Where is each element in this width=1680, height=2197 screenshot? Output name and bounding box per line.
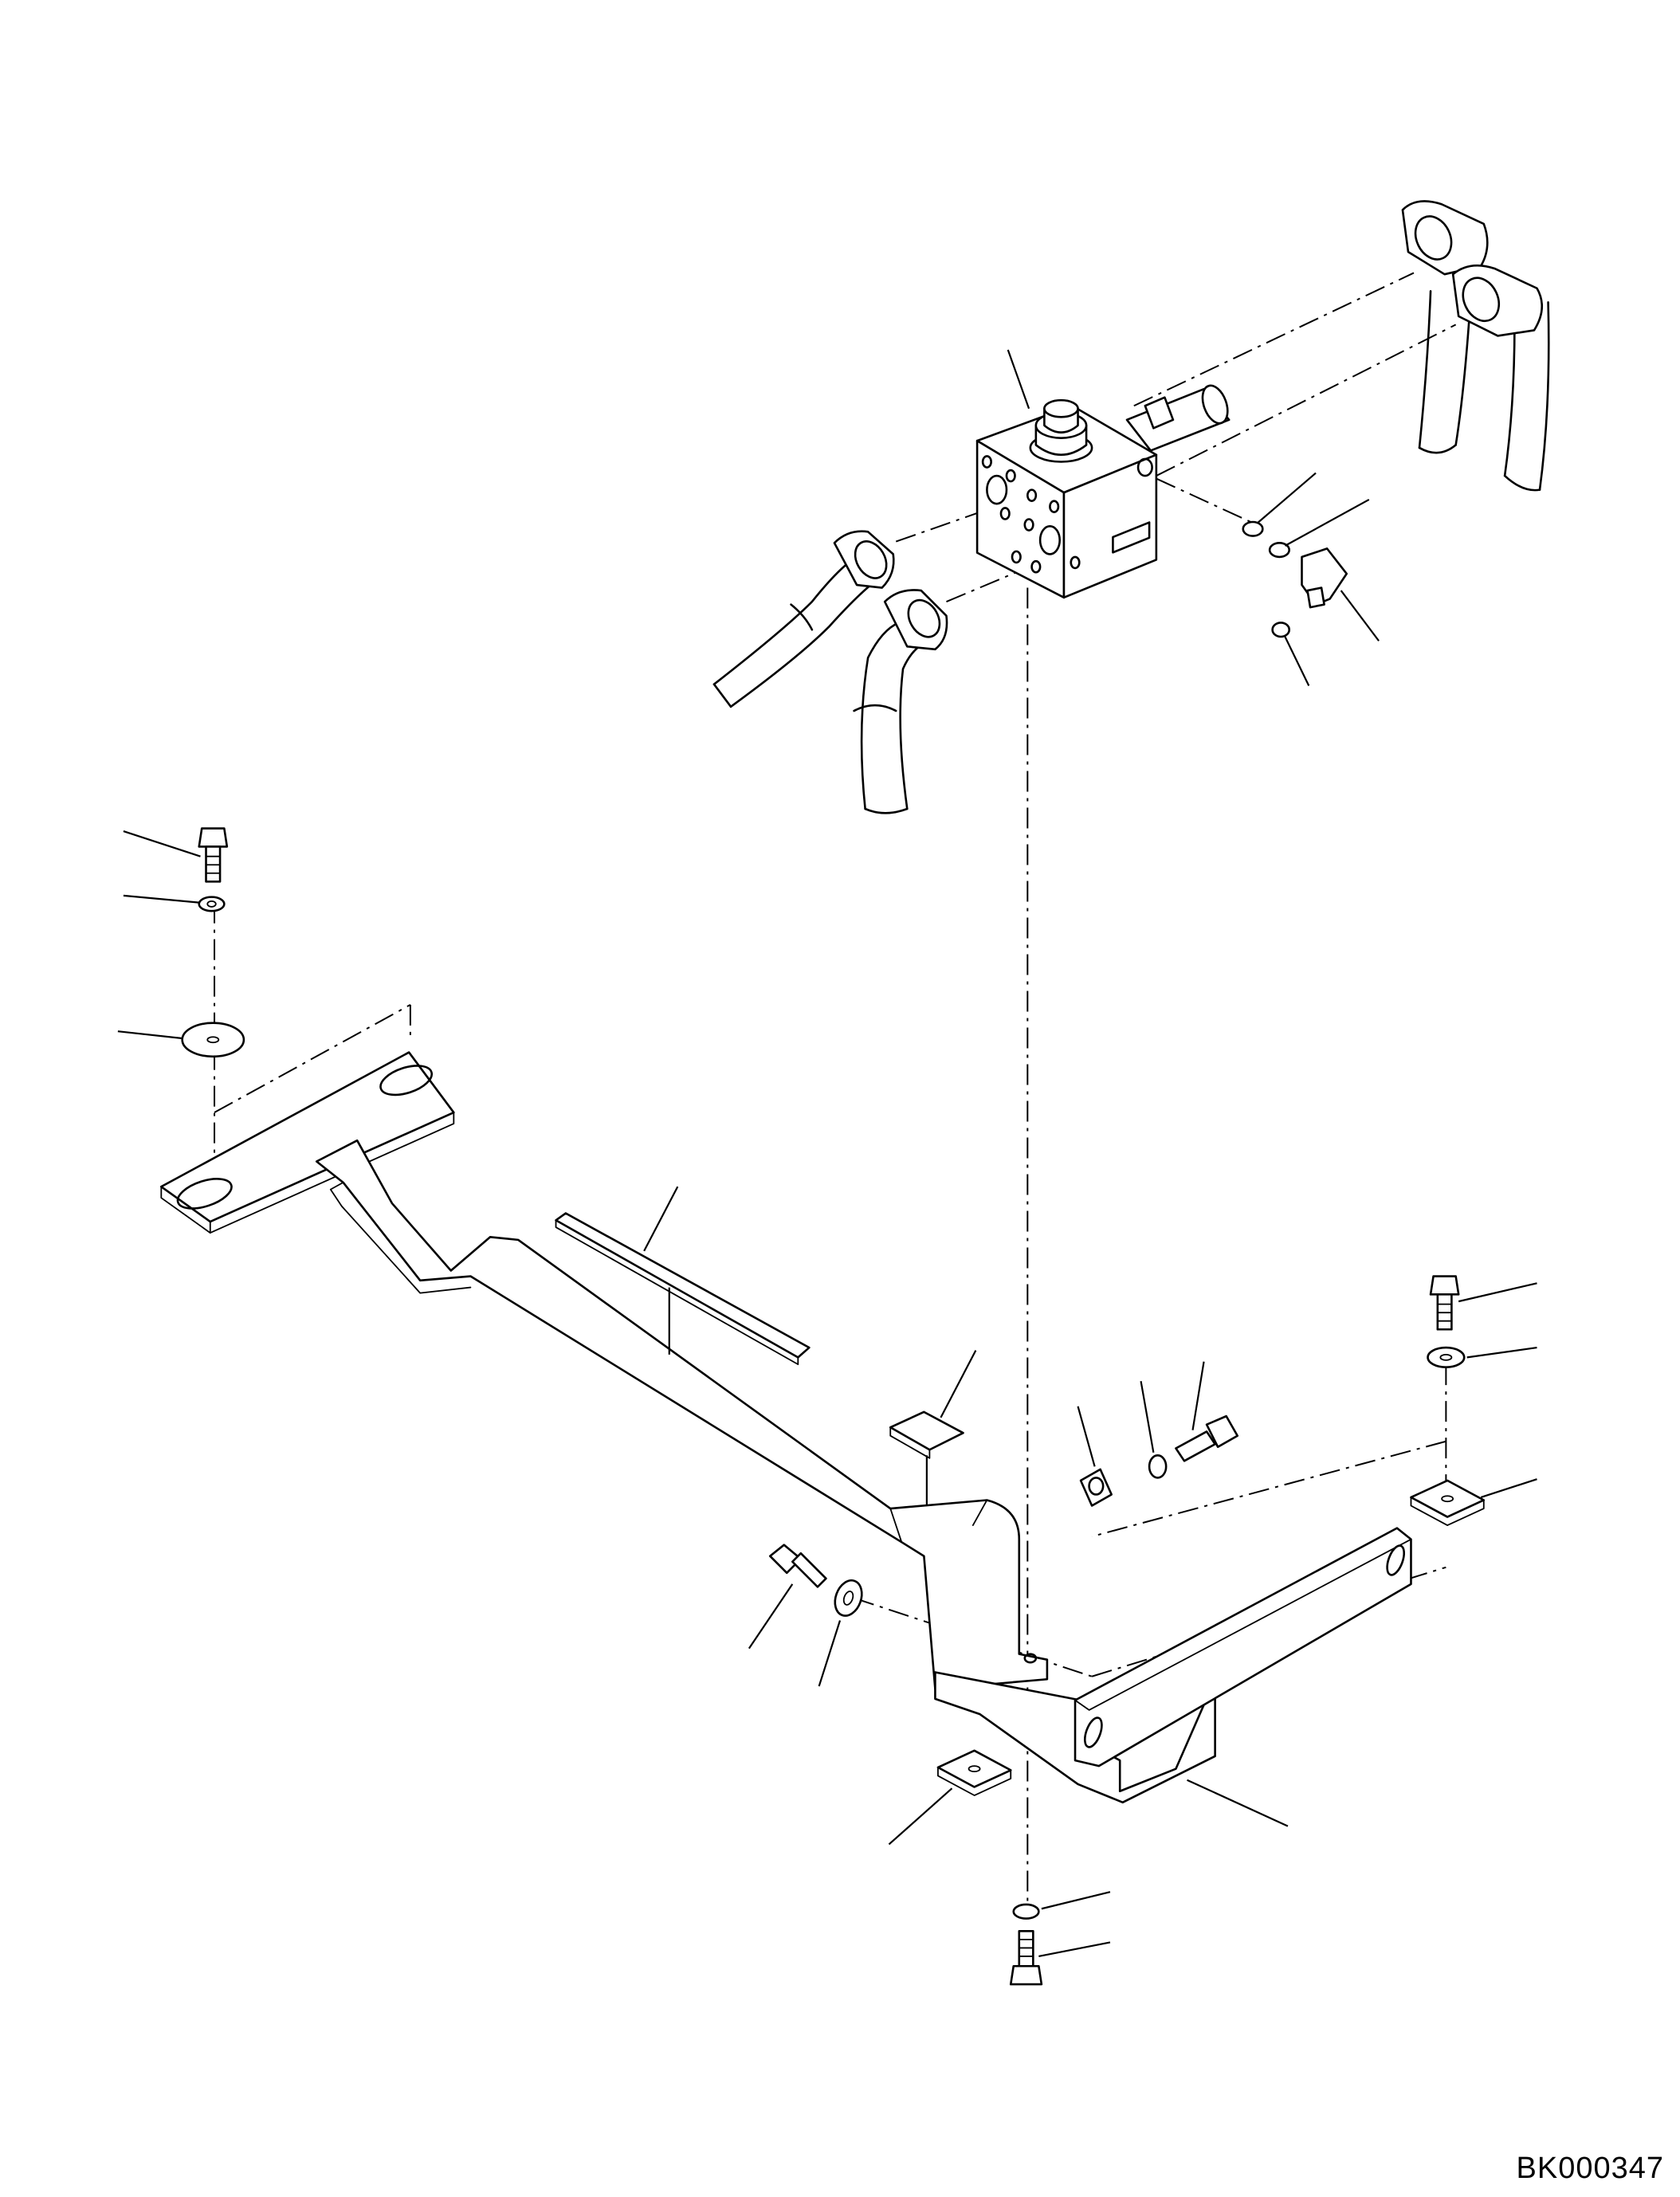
bolt (199, 829, 227, 882)
drawing-reference-code: BK000347 (1516, 2152, 1664, 2185)
bracket-slot-hole (1384, 1544, 1407, 1577)
bolt (1176, 1416, 1237, 1461)
lock-washer (199, 897, 225, 912)
valve-port (987, 476, 1007, 504)
foam-strip (556, 1213, 810, 1357)
hose (1419, 291, 1431, 448)
bracket-slot-hole (174, 1173, 235, 1214)
hose (1505, 324, 1514, 476)
fasteners (183, 522, 1484, 1984)
washer (1428, 1348, 1465, 1367)
washer (1014, 1905, 1039, 1919)
square-pad (890, 1412, 963, 1450)
washer (1149, 1455, 1166, 1477)
hose-clamp (1081, 1469, 1112, 1506)
bolt (1431, 1277, 1458, 1330)
valve-block (977, 383, 1232, 598)
bolt (1011, 1931, 1042, 1984)
hose (714, 557, 857, 685)
o-ring (1243, 522, 1263, 536)
bolt (770, 1545, 826, 1587)
bracket-slot-hole (377, 1060, 435, 1100)
bracket-mount-hole (1025, 1654, 1036, 1663)
washer (830, 1577, 866, 1620)
hose (862, 622, 899, 809)
o-ring (1273, 622, 1289, 637)
valve-nameplate (1113, 523, 1149, 553)
leader-lines (118, 350, 1537, 1956)
bracket-left-plate (161, 1053, 453, 1222)
mounting-bracket (161, 1053, 1411, 1803)
bracket-long-arm (316, 1140, 1047, 1689)
hose-fittings (714, 201, 1549, 813)
bracket-right-arm (1075, 1528, 1411, 1767)
o-ring (1270, 543, 1289, 557)
bracket-slot-hole (1081, 1716, 1105, 1749)
valve-port (1040, 526, 1060, 554)
pads (556, 1213, 964, 1457)
large-washer (183, 1023, 244, 1057)
